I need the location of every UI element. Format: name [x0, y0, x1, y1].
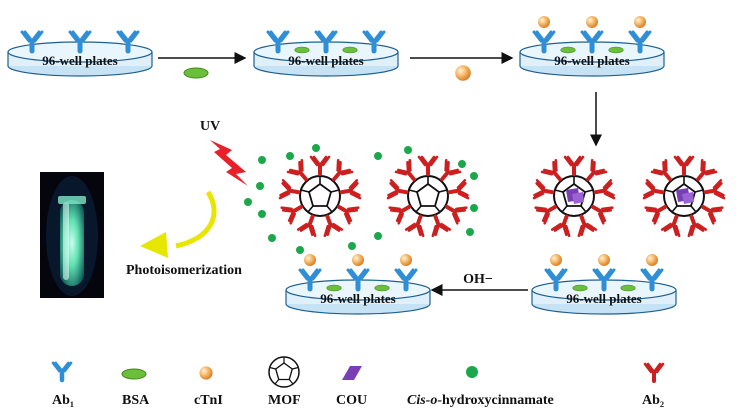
- legend-cis-prefix: Cis-o-: [407, 393, 442, 408]
- plate-5-label: 96-well plates: [320, 291, 395, 306]
- legend-ctni-icon: [199, 366, 213, 380]
- legend-ab1-label: Ab₁: [52, 393, 74, 408]
- cis-hydroxycinnamate-dots: [244, 144, 478, 254]
- legend-ab2-icon: [643, 362, 665, 383]
- mof-ab2-conjugate-1: [280, 157, 360, 236]
- legend-bsa-icon: [121, 368, 147, 380]
- fluorescent-vial-image: [40, 172, 104, 298]
- plate-4: 96-well plates: [531, 254, 677, 315]
- legend-mof-icon: [268, 356, 300, 388]
- legend-bsa-label: BSA: [122, 393, 150, 408]
- uv-lightning-icon: [210, 140, 248, 186]
- legend-mof-label: MOF: [268, 393, 301, 408]
- legend: Ab₁ BSA cTnI MOF COU Cis-o-hydroxycinnam…: [52, 356, 665, 408]
- mof-ab2-cou-conjugate-2: [644, 157, 724, 236]
- plate-1: 96-well plates: [7, 32, 153, 77]
- plate-1-label: 96-well plates: [42, 53, 117, 68]
- photoisomerization-label: Photoisomerization: [126, 263, 242, 278]
- plate-5: 96-well plates: [285, 254, 431, 315]
- plate-2-label: 96-well plates: [288, 53, 363, 68]
- legend-ctni-label: cTnI: [194, 393, 223, 408]
- bsa-reagent: [183, 67, 209, 79]
- oh-label: OH−: [463, 272, 493, 287]
- ctni-reagent: [455, 65, 471, 81]
- legend-cou-label: COU: [336, 393, 367, 408]
- svg-text:Cis-o-hydroxycinnamate: Cis-o-hydroxycinnamate: [407, 393, 554, 408]
- mof-ab2-conjugate-2: [388, 157, 468, 236]
- mof-ab2-cou-conjugate-1: [534, 157, 614, 236]
- legend-ab1-icon: [53, 363, 71, 380]
- curved-arrow-icon: [175, 190, 217, 249]
- plate-2: 96-well plates: [253, 32, 399, 77]
- legend-cou-icon: [342, 366, 362, 380]
- plate-3-label: 96-well plates: [554, 53, 629, 68]
- plate-3: 96-well plates: [519, 16, 665, 77]
- legend-cis-icon: [466, 366, 478, 378]
- legend-ab2-label: Ab₂: [642, 393, 664, 408]
- plate-4-label: 96-well plates: [566, 291, 641, 306]
- uv-label: UV: [200, 119, 220, 134]
- legend-cis-suffix: hydroxycinnamate: [442, 393, 554, 408]
